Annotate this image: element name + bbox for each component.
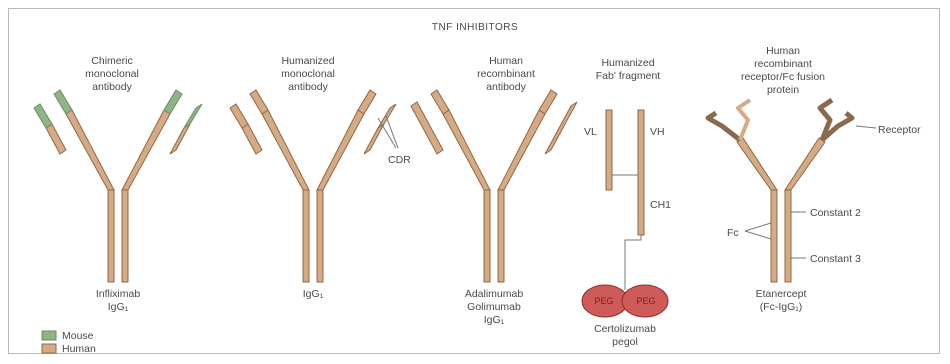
arm-left-light <box>242 124 262 154</box>
fc-chain-left <box>771 190 777 282</box>
arm-right-light <box>364 124 384 154</box>
footer-line: (Fc-IgG₁) <box>760 301 803 313</box>
receptor-pointer <box>856 126 876 128</box>
diagram-title: TNF INHIBITORS <box>432 22 518 33</box>
header-line: Fab' fragment <box>596 70 661 82</box>
panel-fab-fragment: Humanized Fab' fragment PEG PEG VL VH CH… <box>582 57 671 348</box>
header-line: monoclonal <box>85 68 139 80</box>
legend-swatch-human <box>42 344 56 353</box>
panel-human: Human recombinant antibody Adalimumab Go… <box>411 55 577 326</box>
panel-fusion-protein: Human recombinant receptor/Fc fusion pro… <box>708 45 921 313</box>
footer-line: Adalimumab <box>465 288 524 300</box>
panel-humanized: Humanized monoclonal antibody CDR IgG₁ <box>230 55 411 300</box>
fc-label: Fc <box>727 227 739 239</box>
header-line: antibody <box>92 81 132 93</box>
header-line: Chimeric <box>91 55 132 67</box>
arm-left-light <box>411 102 443 154</box>
variable-region <box>378 104 396 128</box>
arm-right-light <box>545 102 577 154</box>
antibody-human <box>411 90 577 282</box>
legend-swatch-mouse <box>42 331 56 340</box>
antibody-chimeric <box>34 90 202 282</box>
header-line: protein <box>767 84 799 96</box>
header-line: recombinant <box>477 68 535 80</box>
arm-left-light <box>46 124 66 154</box>
header-line: Human <box>766 45 800 57</box>
fc-chain-right <box>785 190 791 282</box>
arm-right-heavy <box>317 110 364 190</box>
receptor-left-a <box>708 113 740 140</box>
variable-region <box>230 104 248 128</box>
footer-line: Certolizumab <box>594 323 656 335</box>
cdr-label: CDR <box>388 154 411 166</box>
variable-region <box>431 90 449 114</box>
legend: Mouse Human <box>42 330 96 355</box>
footer-line: Infliximab <box>96 288 141 300</box>
heavy-chain <box>638 110 644 235</box>
fc-pointer <box>745 231 771 239</box>
heavy-chain-right <box>317 190 323 282</box>
peg-label: PEG <box>594 296 613 306</box>
constant2-label: Constant 2 <box>810 207 861 219</box>
footer-line: pegol <box>612 336 638 348</box>
footer-line: IgG₁ <box>484 314 505 326</box>
heavy-chain-left <box>108 190 114 282</box>
receptor-left-b <box>738 100 750 140</box>
constant3-label: Constant 3 <box>810 253 861 265</box>
mouse-variable <box>164 90 182 114</box>
header-line: receptor/Fc fusion <box>741 71 825 83</box>
heavy-chain-left <box>484 190 490 282</box>
fab-fragment: PEG PEG <box>582 110 668 317</box>
mouse-variable <box>54 90 72 114</box>
peg-linker <box>625 235 641 290</box>
vl-label: VL <box>584 126 597 138</box>
heavy-chain-right <box>498 190 504 282</box>
peg-label: PEG <box>636 296 655 306</box>
footer-line: Golimumab <box>467 301 521 313</box>
heavy-chain-left <box>303 190 309 282</box>
header-line: recombinant <box>754 58 812 70</box>
legend-label-mouse: Mouse <box>62 330 94 342</box>
hinge-right <box>785 138 825 190</box>
receptor-label: Receptor <box>878 124 921 136</box>
footer-line: IgG₁ <box>303 288 324 300</box>
header-line: Humanized <box>281 55 334 67</box>
cdr-pointer <box>386 116 398 148</box>
variable-region <box>539 90 557 114</box>
fc-pointer <box>745 223 771 231</box>
variable-region <box>250 90 268 114</box>
cdr-pointer <box>378 118 396 148</box>
arm-left-heavy <box>443 110 490 190</box>
legend-label-human: Human <box>62 343 96 355</box>
panel-chimeric: Chimeric monoclonal antibody Infliximab … <box>34 55 202 313</box>
variable-region <box>358 90 376 114</box>
arm-right-heavy <box>498 110 545 190</box>
light-chain <box>606 110 612 190</box>
ch1-label: CH1 <box>650 199 671 211</box>
header-line: Humanized <box>601 57 654 69</box>
heavy-chain-right <box>122 190 128 282</box>
footer-line: Etanercept <box>756 288 807 300</box>
antibody-humanized <box>230 90 398 282</box>
arm-right-light <box>170 124 190 154</box>
header-line: antibody <box>288 81 328 93</box>
hinge-left <box>737 138 777 190</box>
header-line: antibody <box>486 81 526 93</box>
arm-left-heavy <box>66 110 114 190</box>
arm-right-heavy <box>122 110 170 190</box>
header-line: monoclonal <box>281 68 335 80</box>
vh-label: VH <box>650 126 665 138</box>
footer-line: IgG₁ <box>108 301 129 313</box>
mouse-variable <box>34 104 52 128</box>
arm-left-heavy <box>262 110 309 190</box>
header-line: Human <box>489 55 523 67</box>
mouse-variable <box>184 104 202 128</box>
